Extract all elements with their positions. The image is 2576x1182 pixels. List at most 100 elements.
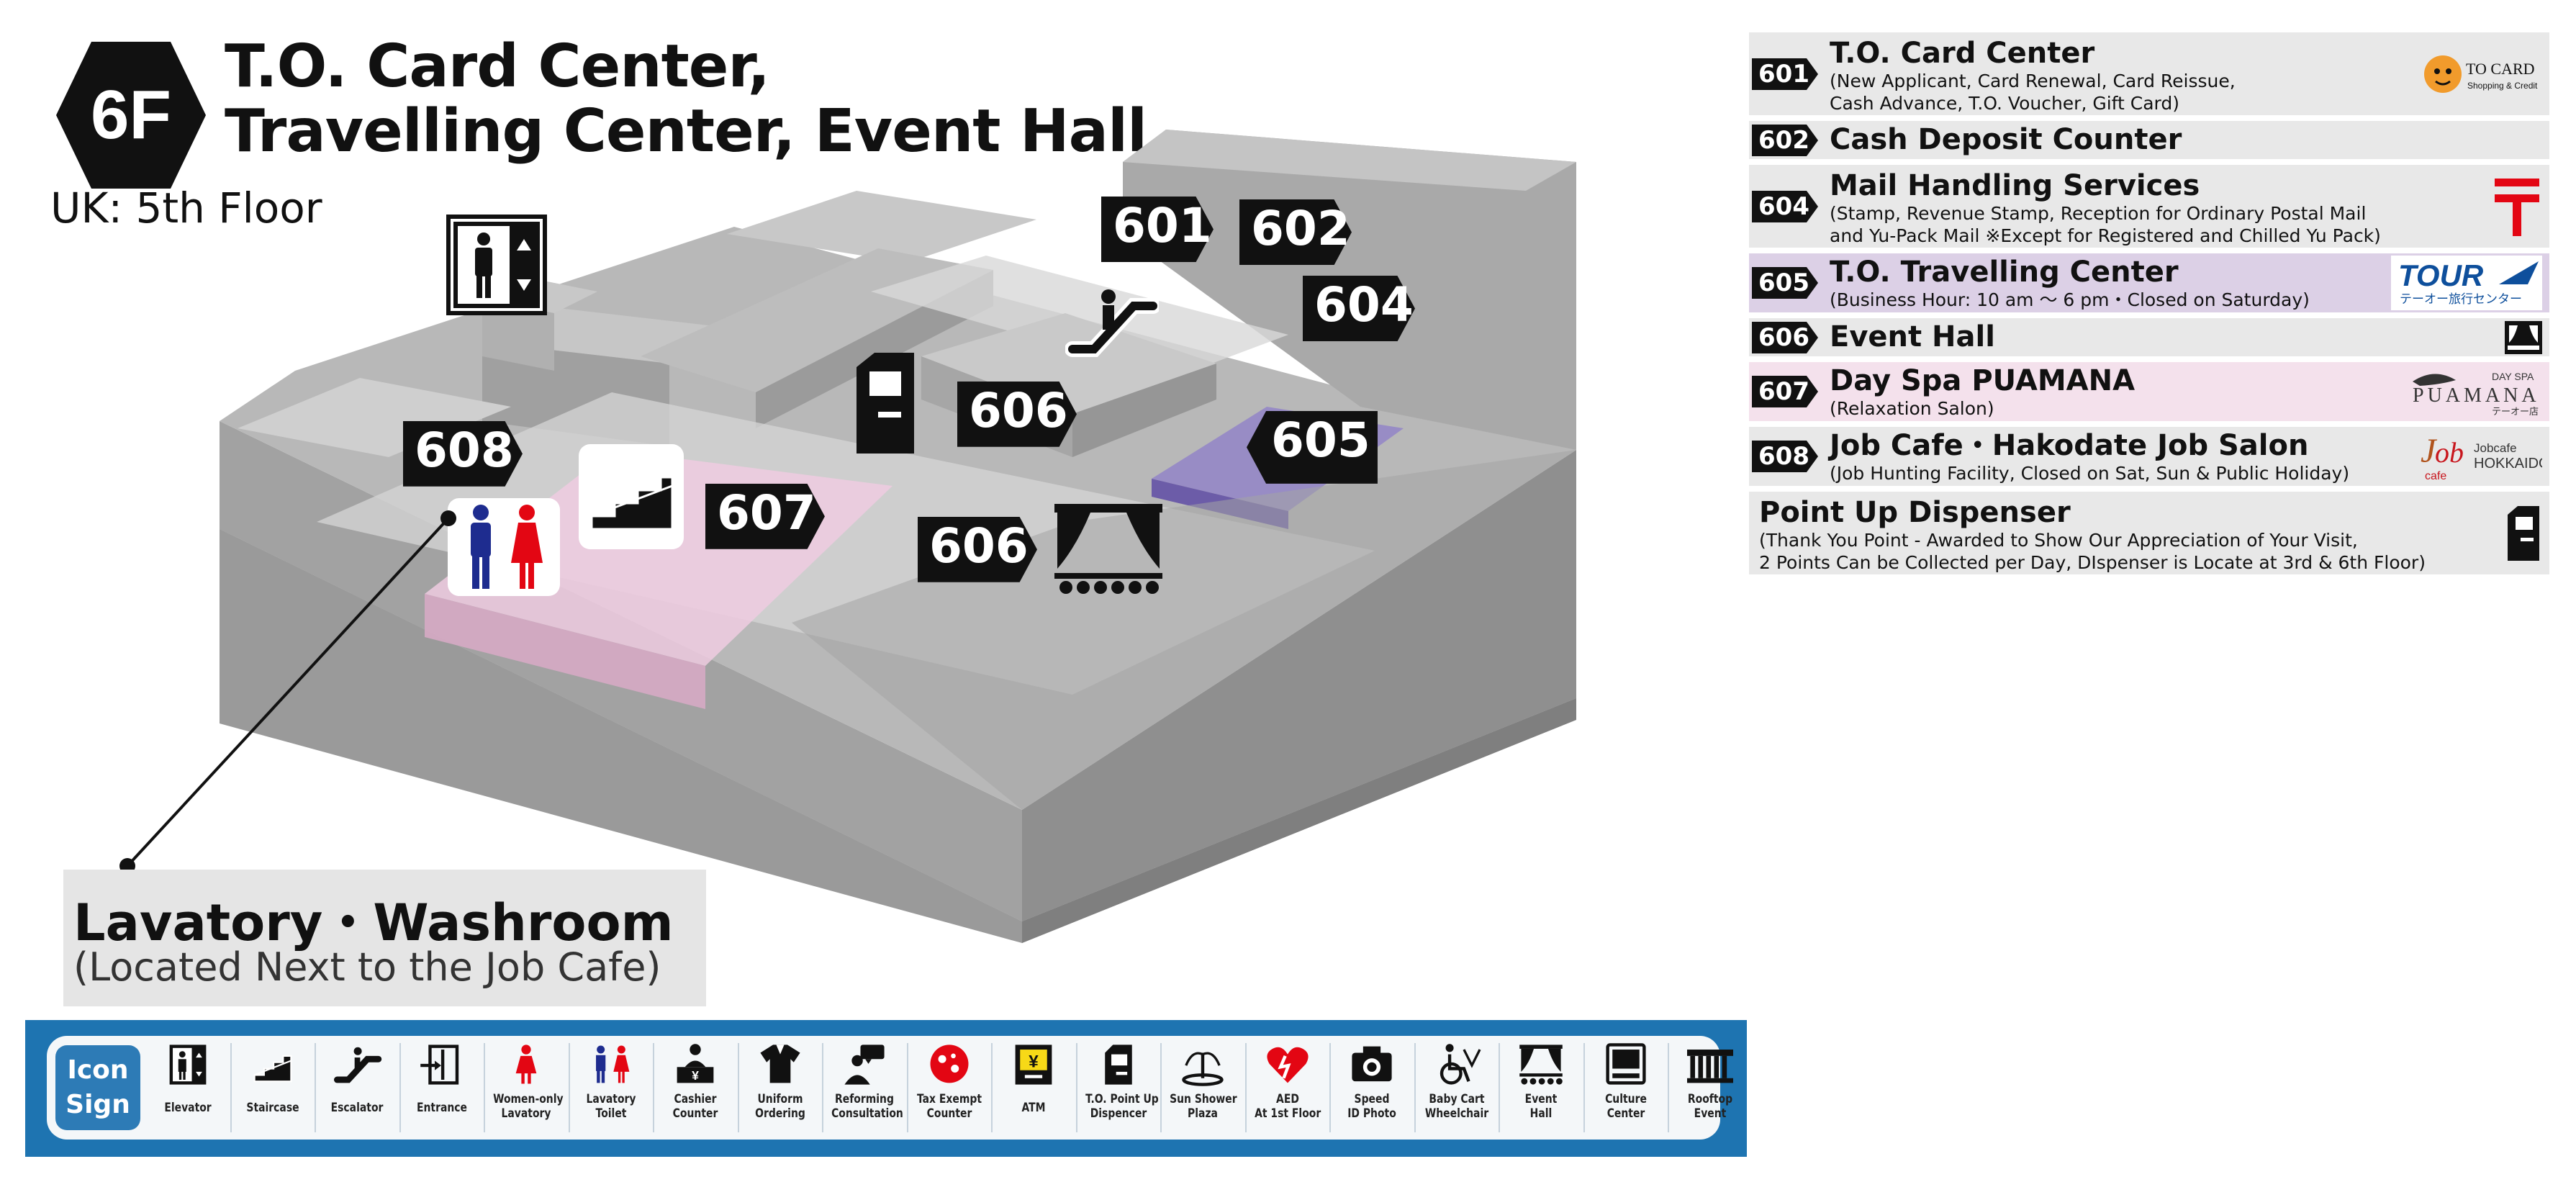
svg-text:TO CARD: TO CARD	[2466, 60, 2535, 78]
legend-separator	[991, 1043, 993, 1132]
directory-row-607[interactable]: 607 Day Spa PUAMANA (Relaxation Salon) D…	[1749, 362, 2549, 421]
directory-name: Job Cafe・Hakodate Job Salon	[1830, 429, 2309, 462]
elevator-icon	[446, 215, 547, 315]
svg-text:PUAMANA: PUAMANA	[2413, 384, 2540, 407]
tour-logo: TOUR テーオー旅行センター	[2391, 256, 2542, 310]
directory-name: Point Up Dispenser	[1759, 496, 2071, 529]
legend-item-staircase: Staircase	[232, 1042, 313, 1135]
jobcafe-logo: J ob cafe Jobcafe HOKKAIDO	[2421, 432, 2542, 482]
floor-map: 601 602 604 605 606 606 607 608	[209, 119, 1605, 947]
directory-row-602[interactable]: 602 Cash Deposit Counter	[1749, 121, 2549, 159]
cashier-icon: ¥	[677, 1044, 714, 1083]
legend-label: Entrance	[416, 1101, 467, 1115]
legend-separator	[822, 1043, 823, 1132]
room-label-606-event: 606	[918, 517, 1037, 582]
directory-number-badge	[1752, 267, 1818, 299]
directory-number-badge	[1752, 58, 1818, 90]
svg-text:TOUR: TOUR	[2398, 258, 2484, 292]
room-label-608: 608	[403, 421, 523, 487]
directory-name: Event Hall	[1830, 320, 1995, 353]
legend-item-atm: ¥ ATM	[993, 1042, 1074, 1135]
svg-text:cafe: cafe	[2425, 470, 2446, 482]
svg-text:テーオー旅行センター: テーオー旅行センター	[2400, 292, 2522, 307]
legend-label: Staircase	[245, 1101, 299, 1115]
legend-separator	[906, 1043, 908, 1132]
lavatory-title: Lavatory・Washroom	[73, 893, 674, 952]
svg-text:¥: ¥	[692, 1068, 699, 1083]
aed-icon	[1266, 1047, 1309, 1083]
directory-number-badge	[1752, 376, 1818, 407]
point-dispenser-icon	[2508, 505, 2539, 561]
wheelchair-icon	[1440, 1044, 1481, 1085]
svg-text:DAY SPA: DAY SPA	[2492, 371, 2534, 382]
legend-separator	[230, 1043, 232, 1132]
svg-text:HOKKAIDO: HOKKAIDO	[2474, 456, 2542, 472]
legend-separator	[1329, 1043, 1331, 1132]
directory-desc: (Relaxation Salon)	[1830, 398, 1994, 419]
legend-separator	[1668, 1043, 1669, 1132]
room-label-604: 604	[1303, 276, 1415, 342]
directory-number-badge	[1752, 124, 1818, 156]
uniform-icon	[759, 1045, 800, 1083]
directory-row-601[interactable]: 601 T.O. Card Center (New Applicant, Car…	[1749, 32, 2549, 115]
svg-text:Shopping & Credit: Shopping & Credit	[2467, 81, 2538, 91]
directory-desc: (New Applicant, Card Renewal, Card Reiss…	[1830, 71, 2236, 114]
consultation-icon	[844, 1045, 885, 1085]
fountain-icon	[1182, 1052, 1224, 1086]
floor-directory: 601 T.O. Card Center (New Applicant, Car…	[1749, 32, 2549, 580]
svg-text:¥: ¥	[1029, 1052, 1039, 1071]
directory-row-point-dispenser[interactable]: Point Up Dispenser (Thank You Point - Aw…	[1749, 492, 2549, 574]
directory-name: Day Spa PUAMANA	[1830, 364, 2136, 397]
atm-icon: ¥	[1015, 1045, 1052, 1085]
room-label-607: 607	[705, 484, 825, 549]
legend-separator	[737, 1043, 739, 1132]
legend-label: ATM	[1021, 1101, 1046, 1115]
rooftop-event-icon	[1687, 1050, 1733, 1083]
legend-item-entrance: Entrance	[402, 1042, 482, 1135]
directory-row-606[interactable]: 606 Event Hall	[1749, 318, 2549, 356]
escalator-icon	[1065, 289, 1159, 357]
event-hall-icon	[1054, 504, 1162, 594]
legend-label: Escalator	[330, 1101, 384, 1115]
tax-exempt-icon	[930, 1045, 968, 1083]
legend-label: Elevator	[164, 1101, 212, 1115]
directory-row-604[interactable]: 604 Mail Handling Services (Stamp, Reven…	[1749, 165, 2549, 248]
camera-icon	[1352, 1046, 1392, 1082]
directory-desc: (Thank You Point - Awarded to Show Our A…	[1759, 530, 2426, 573]
legend-separator	[484, 1043, 485, 1132]
room-label-606-center: 606	[957, 382, 1077, 447]
page-title-line2: Travelling Center, Event Hall	[225, 97, 1147, 166]
directory-number-badge	[1752, 190, 1818, 222]
event-hall-icon	[2505, 320, 2542, 354]
directory-row-605[interactable]: 605 T.O. Travelling Center (Business Hou…	[1749, 253, 2549, 312]
directory-desc: (Job Hunting Facility, Closed on Sat, Su…	[1830, 463, 2350, 484]
svg-text:テーオー店: テーオー店	[2492, 407, 2539, 418]
event-hall-icon	[1519, 1045, 1563, 1085]
directory-number-badge	[1752, 441, 1818, 472]
directory-row-608[interactable]: 608 Job Cafe・Hakodate Job Salon (Job Hun…	[1749, 427, 2549, 486]
legend-separator	[653, 1043, 654, 1132]
room-label-605: 605	[1247, 411, 1378, 484]
